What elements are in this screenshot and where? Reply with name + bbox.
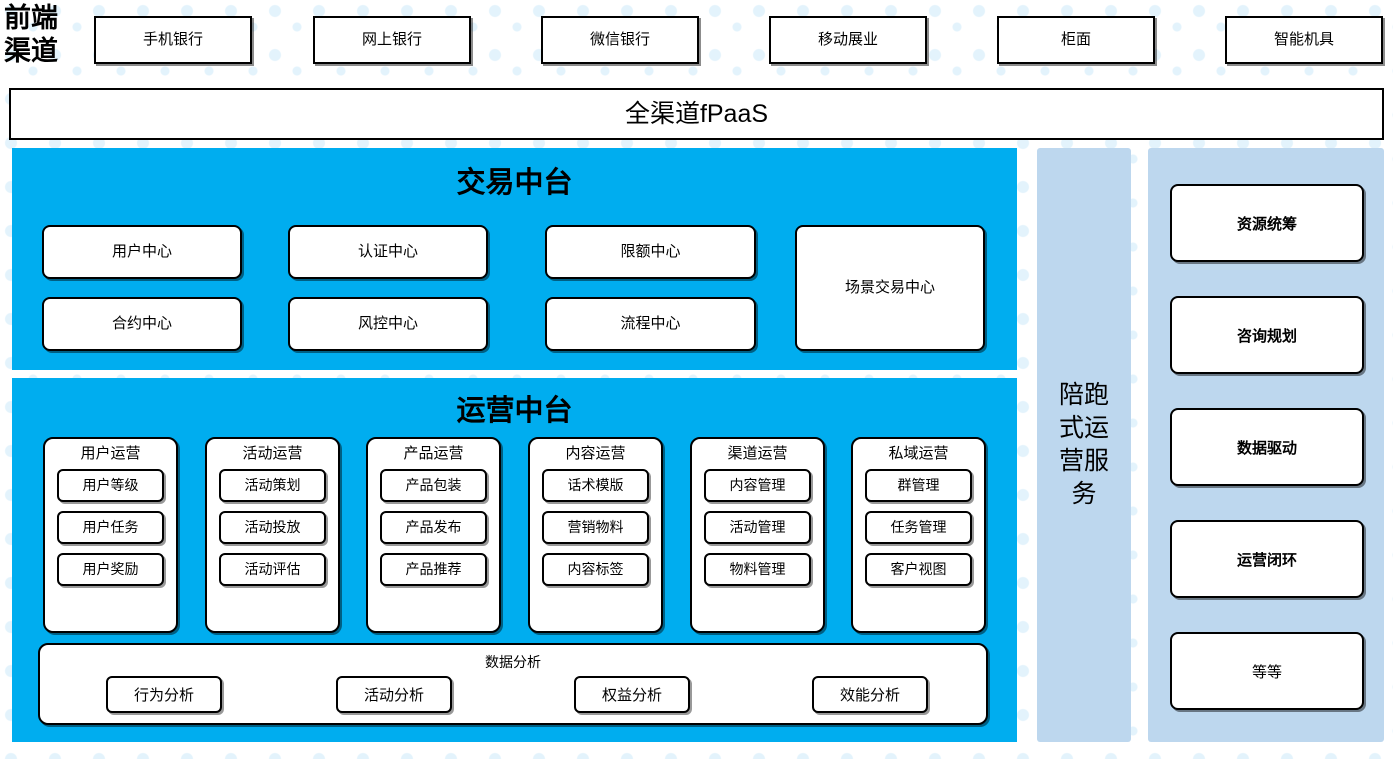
ops-item[interactable]: 用户等级	[57, 468, 164, 502]
ops-item[interactable]: 产品包装	[380, 468, 487, 502]
ops-group-title: 用户运营	[80, 445, 141, 462]
ops-item[interactable]: 任务管理	[865, 510, 972, 544]
ops-item[interactable]: 用户奖励	[57, 552, 164, 586]
ops-group-title: 活动运营	[242, 445, 303, 462]
ops-group-title: 私域运营	[888, 445, 949, 462]
ops-group-5: 渠道运营内容管理活动管理物料管理	[690, 437, 825, 633]
ops-item[interactable]: 用户任务	[57, 510, 164, 544]
trade-card-1[interactable]: 用户中心	[42, 225, 242, 279]
ops-group-1: 用户运营用户等级用户任务用户奖励	[43, 437, 178, 633]
trade-card-4[interactable]: 合约中心	[42, 297, 242, 351]
ops-group-title: 内容运营	[565, 445, 626, 462]
operations-center-title: 运营中台	[456, 395, 573, 427]
data-analysis-item-2[interactable]: 活动分析	[336, 676, 452, 713]
omnichannel-fpaas-bar[interactable]: 全渠道fPaaS	[9, 88, 1384, 140]
channel-box-1[interactable]: 手机银行	[94, 16, 252, 64]
service-card-4[interactable]: 运营闭环	[1170, 520, 1364, 598]
data-analysis-item-3[interactable]: 权益分析	[574, 676, 690, 713]
service-card-1[interactable]: 资源统筹	[1170, 184, 1364, 262]
service-card-2[interactable]: 咨询规划	[1170, 296, 1364, 374]
trade-card-7[interactable]: 场景交易中心	[795, 225, 985, 351]
accompanying-service-strip: 陪跑式运营服务	[1037, 148, 1131, 742]
data-analysis-title: 数据分析	[485, 654, 541, 670]
ops-item[interactable]: 客户视图	[865, 552, 972, 586]
ops-item[interactable]: 内容管理	[704, 468, 811, 502]
data-analysis-item-4[interactable]: 效能分析	[812, 676, 928, 713]
ops-item[interactable]: 活动策划	[219, 468, 326, 502]
channel-box-5[interactable]: 柜面	[997, 16, 1155, 64]
ops-group-6: 私域运营群管理任务管理客户视图	[851, 437, 986, 633]
trade-card-5[interactable]: 风控中心	[288, 297, 488, 351]
ops-item[interactable]: 营销物料	[542, 510, 649, 544]
ops-item[interactable]: 物料管理	[704, 552, 811, 586]
ops-group-title: 产品运营	[403, 445, 464, 462]
ops-item[interactable]: 活动投放	[219, 510, 326, 544]
ops-item[interactable]: 产品发布	[380, 510, 487, 544]
channel-box-2[interactable]: 网上银行	[313, 16, 471, 64]
channel-box-3[interactable]: 微信银行	[541, 16, 699, 64]
service-card-5[interactable]: 等等	[1170, 632, 1364, 710]
ops-group-2: 活动运营活动策划活动投放活动评估	[205, 437, 340, 633]
front-channel-label: 前端 渠道	[4, 3, 58, 66]
ops-item[interactable]: 活动管理	[704, 510, 811, 544]
ops-group-title: 渠道运营	[727, 445, 788, 462]
ops-item[interactable]: 内容标签	[542, 552, 649, 586]
ops-item[interactable]: 活动评估	[219, 552, 326, 586]
ops-group-4: 内容运营话术模版营销物料内容标签	[528, 437, 663, 633]
trade-card-6[interactable]: 流程中心	[545, 297, 756, 351]
service-card-3[interactable]: 数据驱动	[1170, 408, 1364, 486]
data-analysis-item-1[interactable]: 行为分析	[106, 676, 222, 713]
service-capability-panel: 资源统筹咨询规划数据驱动运营闭环等等	[1148, 148, 1384, 742]
data-analysis-panel: 数据分析 行为分析 活动分析 权益分析 效能分析	[38, 643, 988, 725]
ops-item[interactable]: 话术模版	[542, 468, 649, 502]
channel-box-4[interactable]: 移动展业	[769, 16, 927, 64]
accompanying-service-label: 陪跑式运营服务	[1058, 381, 1109, 508]
ops-group-3: 产品运营产品包装产品发布产品推荐	[366, 437, 501, 633]
channel-box-6[interactable]: 智能机具	[1225, 16, 1383, 64]
trade-card-3[interactable]: 限额中心	[545, 225, 756, 279]
trade-center-title: 交易中台	[456, 167, 573, 199]
ops-item[interactable]: 群管理	[865, 468, 972, 502]
trade-card-2[interactable]: 认证中心	[288, 225, 488, 279]
ops-item[interactable]: 产品推荐	[380, 552, 487, 586]
trade-center-panel: 交易中台 用户中心认证中心 限额中心合约中心风控中心 流程中心场景交易中心	[12, 148, 1017, 370]
